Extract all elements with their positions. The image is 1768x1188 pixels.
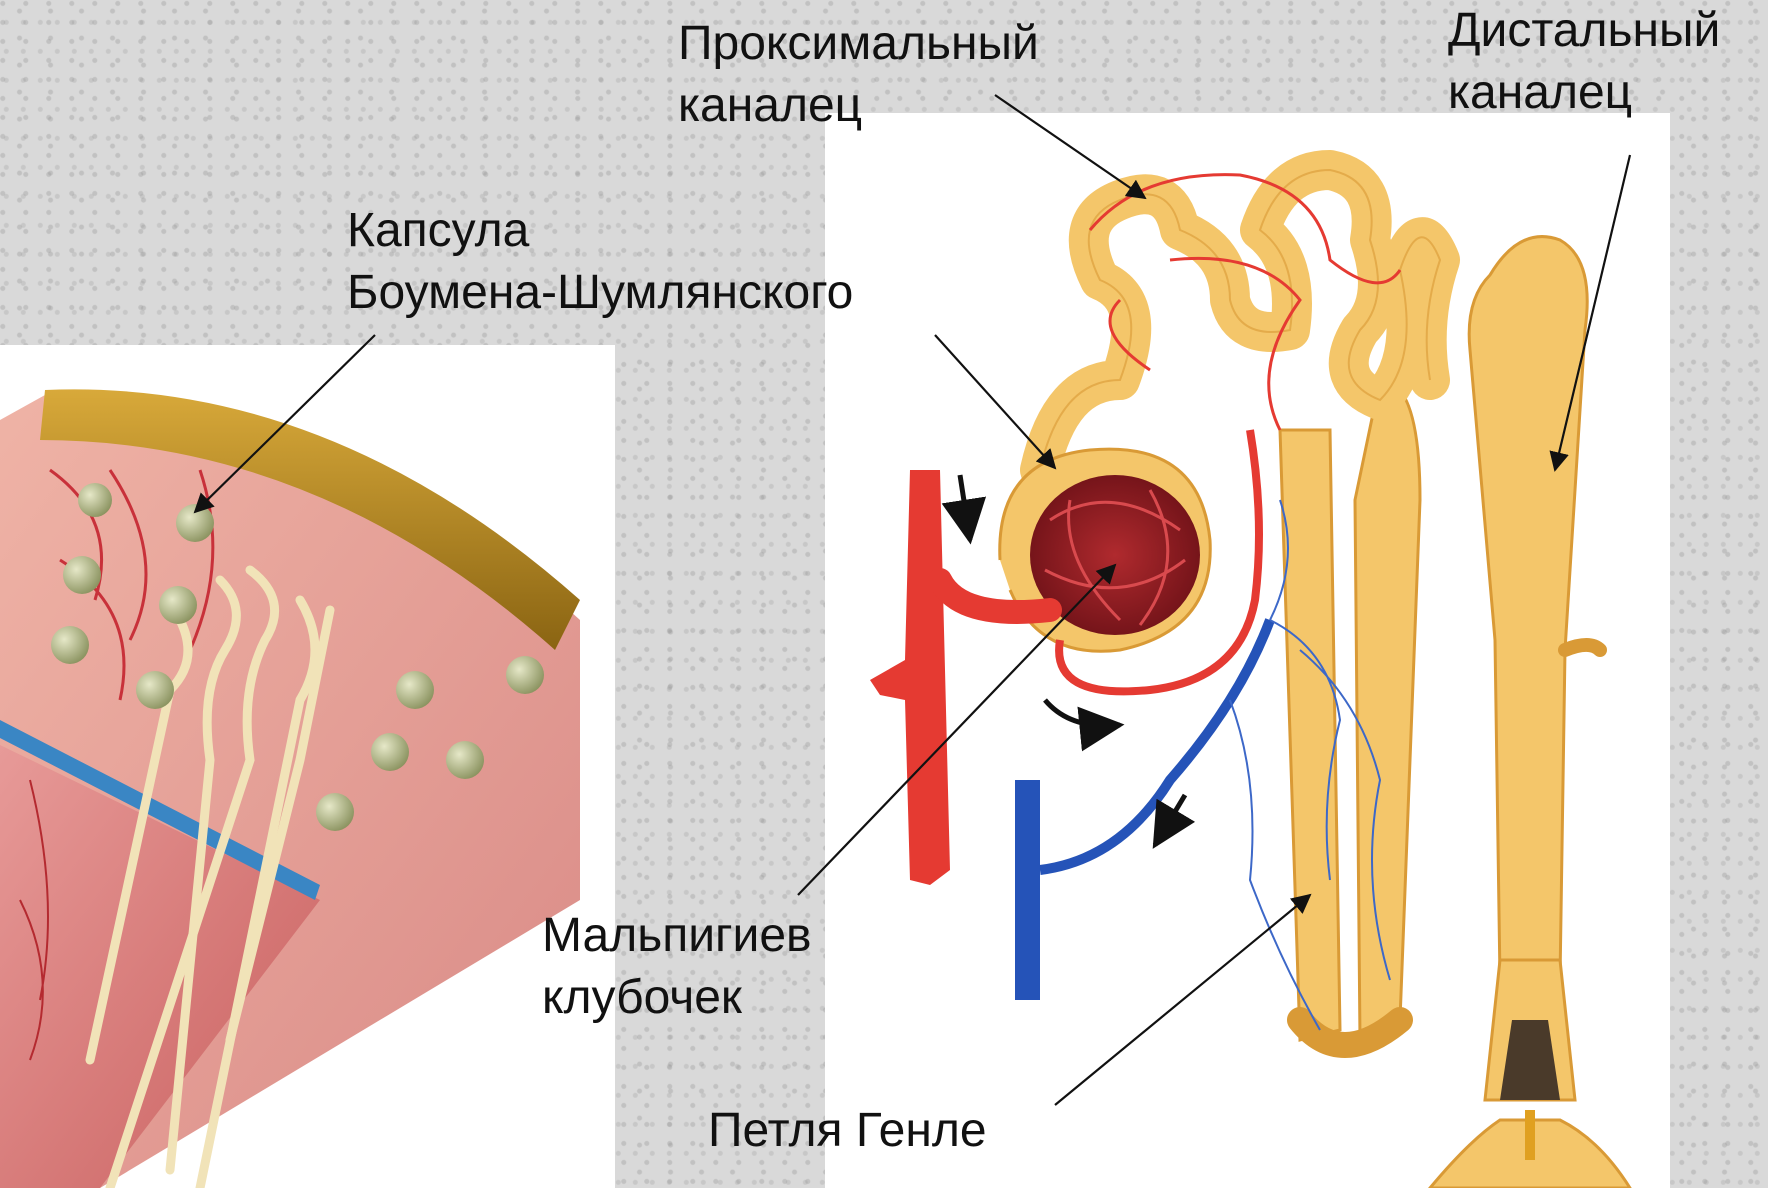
label-loop-of-henle: Петля Генле <box>708 1100 987 1162</box>
kidney-wedge <box>0 389 580 1188</box>
nephron <box>870 170 1630 1188</box>
artery <box>870 470 950 885</box>
pointer-loop-of-henle <box>1055 895 1310 1105</box>
label-malpighian-glomerulus: Мальпигиев клубочек <box>542 905 812 1029</box>
label-proximal-tubule: Проксимальный каналец <box>678 13 1039 137</box>
vein <box>1015 780 1040 1000</box>
label-bowman-capsule: Капсула Боумена-Шумлянского <box>347 200 853 324</box>
label-distal-tubule: Дистальный каналец <box>1448 0 1720 124</box>
pointer-glomerulus <box>798 565 1115 895</box>
pointer-bowman-capsule-right <box>935 335 1055 468</box>
